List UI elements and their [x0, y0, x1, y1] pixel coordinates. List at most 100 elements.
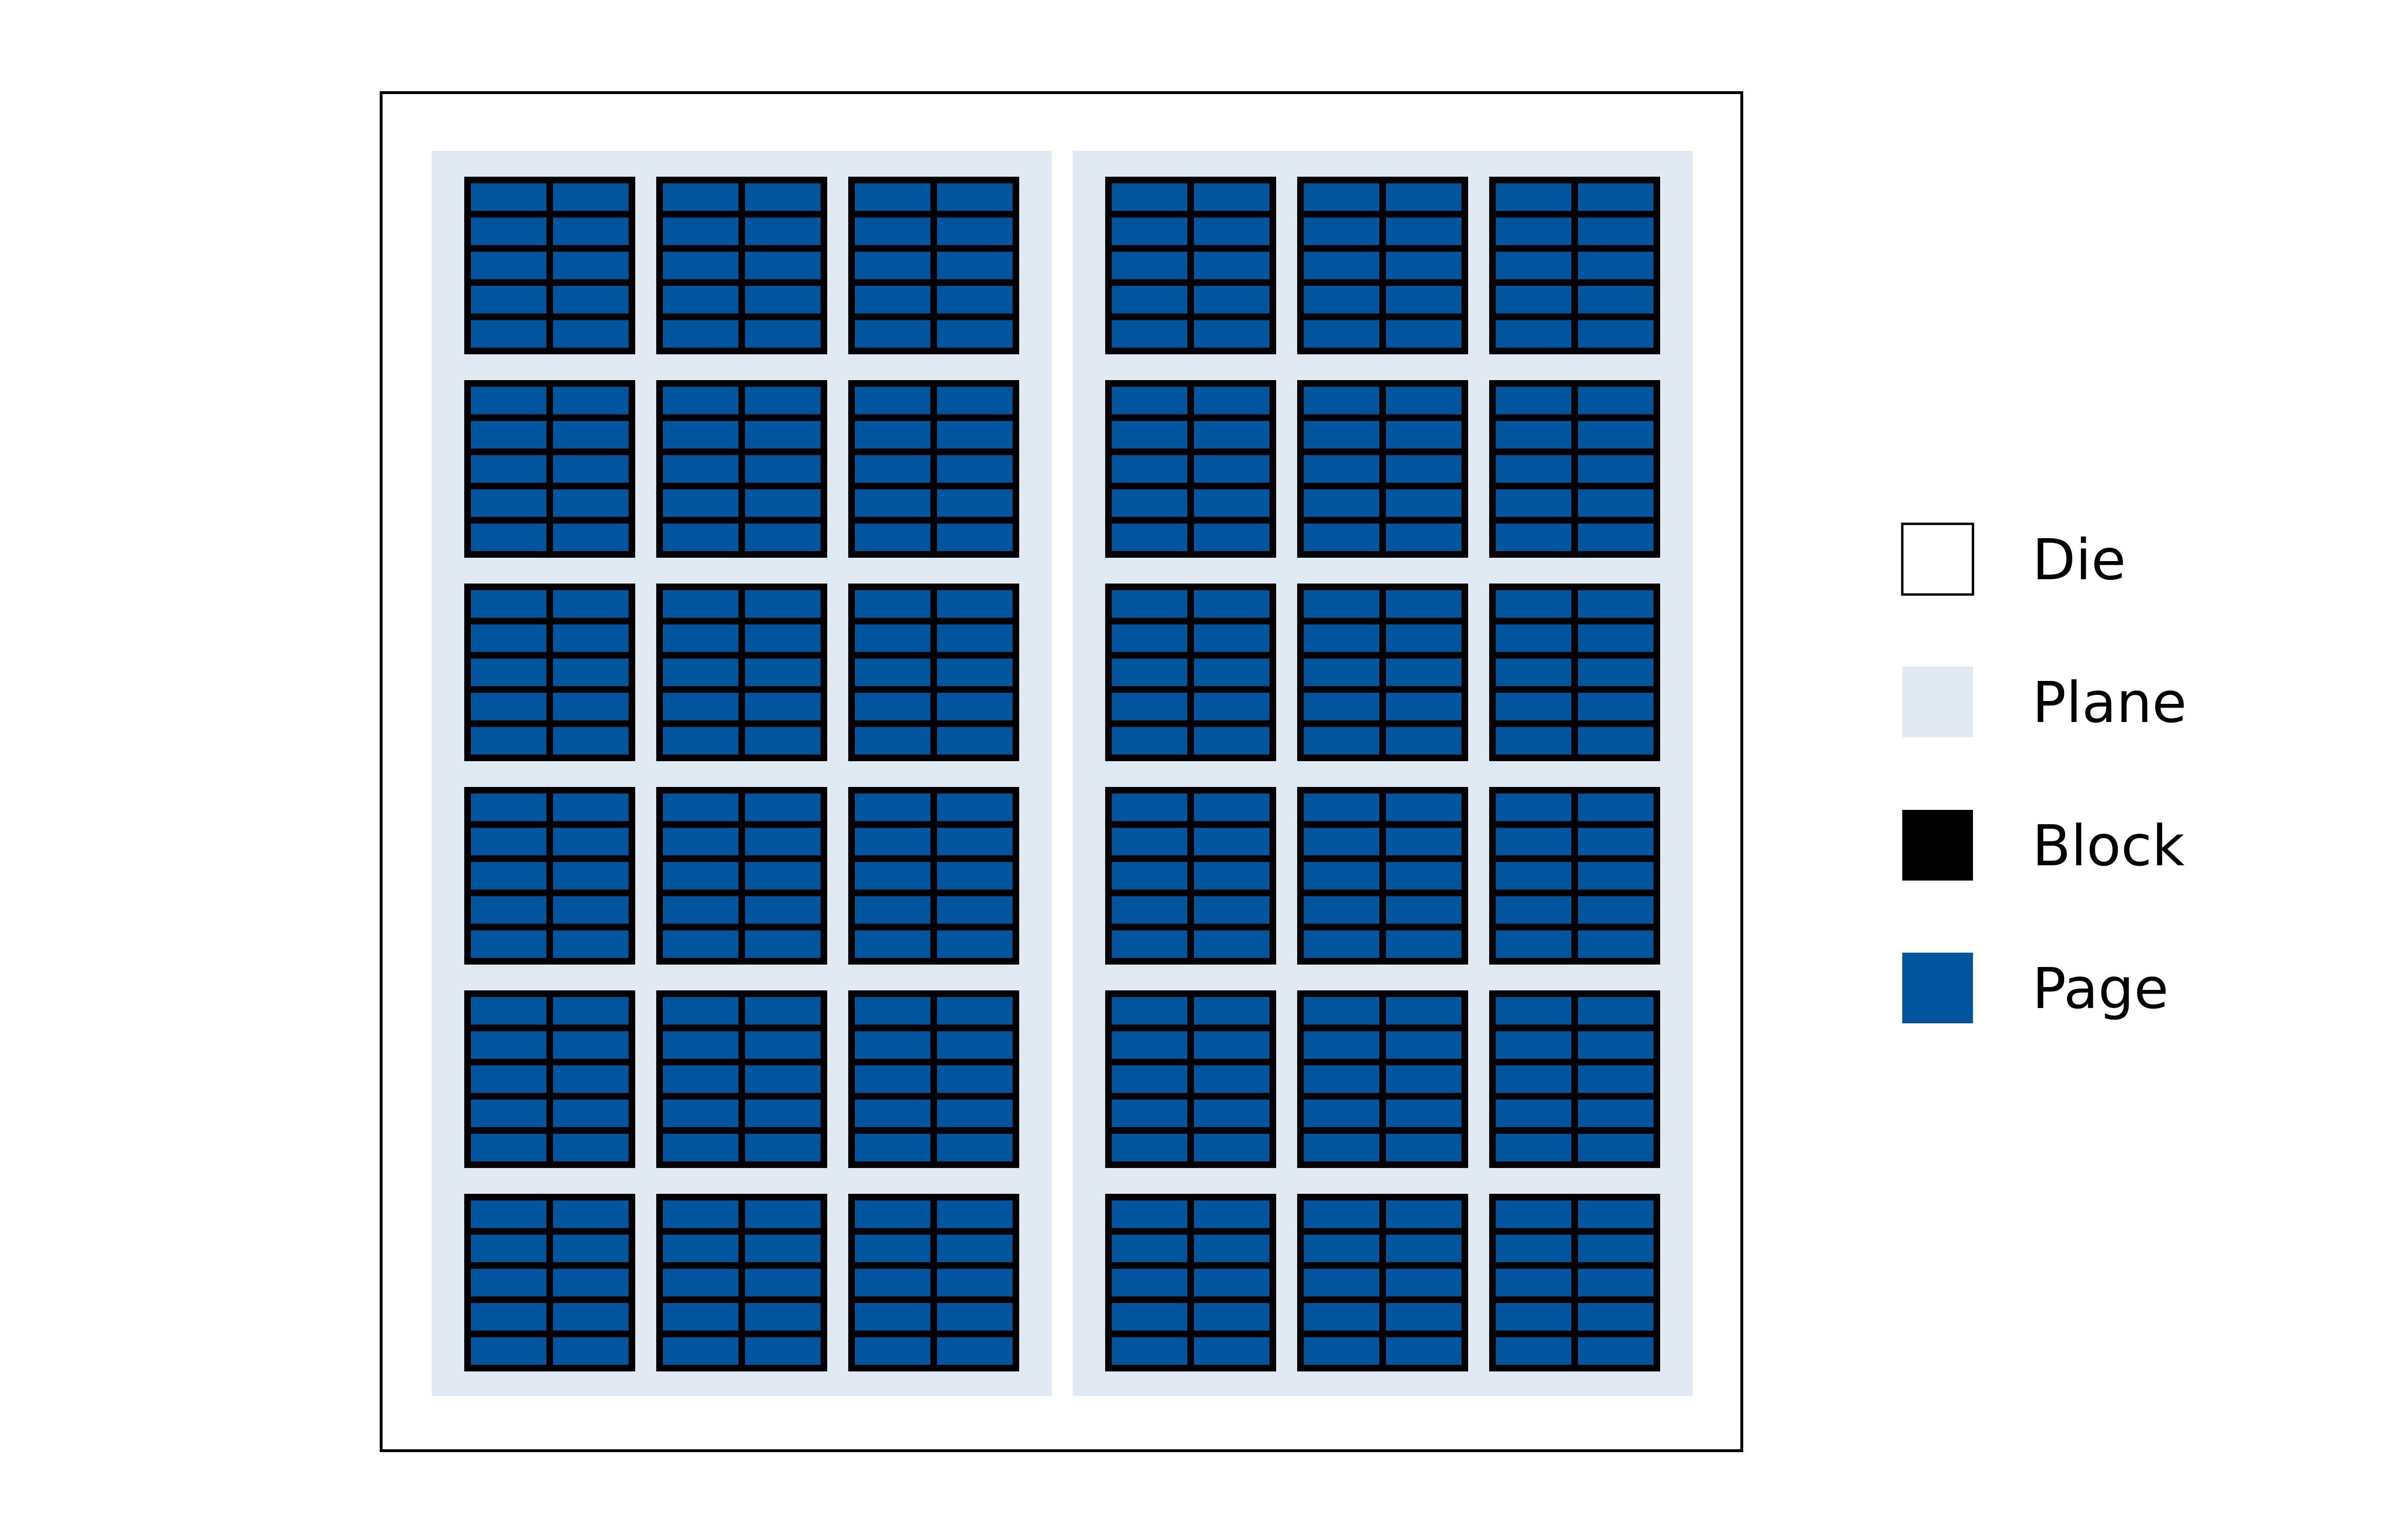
page	[553, 896, 629, 924]
page	[1578, 590, 1653, 618]
page	[1194, 286, 1269, 314]
page	[1578, 1134, 1653, 1161]
page	[1304, 252, 1379, 279]
page	[1496, 1269, 1571, 1296]
page	[1386, 896, 1461, 924]
page	[745, 692, 821, 721]
page	[745, 286, 821, 314]
page	[471, 421, 546, 449]
page	[1112, 624, 1187, 652]
page	[1112, 1031, 1187, 1059]
page	[1496, 896, 1571, 924]
legend-label-plane: Plane	[2032, 669, 2187, 735]
page	[1112, 217, 1187, 245]
planes	[432, 151, 1693, 1396]
page	[1194, 828, 1269, 856]
page	[471, 997, 546, 1025]
page	[855, 794, 930, 821]
page	[1304, 387, 1379, 414]
page	[553, 1134, 629, 1161]
page	[1304, 183, 1379, 211]
page	[553, 590, 629, 618]
page	[1304, 1065, 1379, 1093]
page	[937, 286, 1013, 314]
page	[1496, 252, 1571, 279]
page	[1496, 727, 1571, 754]
page	[663, 489, 738, 517]
page	[855, 1099, 930, 1127]
page	[1496, 1065, 1571, 1093]
plane	[1073, 151, 1693, 1396]
page	[663, 1337, 738, 1365]
page	[1304, 1269, 1379, 1296]
page	[553, 1337, 629, 1365]
page	[1386, 252, 1461, 279]
page	[745, 862, 821, 890]
page	[855, 286, 930, 314]
page	[663, 421, 738, 449]
page	[1386, 1200, 1461, 1228]
page	[855, 658, 930, 686]
page	[1194, 1099, 1269, 1127]
page	[1496, 1200, 1571, 1228]
page	[1112, 1099, 1187, 1127]
page	[471, 1303, 546, 1331]
page	[1578, 1200, 1653, 1228]
page	[1496, 523, 1571, 551]
page	[471, 1031, 546, 1059]
page	[1194, 794, 1269, 821]
page	[1112, 727, 1187, 754]
page	[1194, 217, 1269, 245]
page	[1386, 794, 1461, 821]
page	[1386, 1269, 1461, 1296]
page	[745, 997, 821, 1025]
page	[1304, 1134, 1379, 1161]
page	[745, 1337, 821, 1365]
page	[937, 1200, 1013, 1228]
page	[1194, 590, 1269, 618]
page	[663, 455, 738, 483]
page	[855, 455, 930, 483]
page	[937, 624, 1013, 652]
page	[1386, 590, 1461, 618]
page	[1194, 455, 1269, 483]
page	[1194, 1337, 1269, 1365]
page	[1496, 217, 1571, 245]
page	[855, 727, 930, 754]
page	[745, 896, 821, 924]
page	[1578, 896, 1653, 924]
page	[855, 828, 930, 856]
page	[471, 252, 546, 279]
legend-swatch-page	[1902, 953, 1973, 1023]
page	[1386, 455, 1461, 483]
page	[1304, 590, 1379, 618]
page	[1578, 286, 1653, 314]
page	[1194, 1065, 1269, 1093]
page	[553, 1303, 629, 1331]
page	[553, 794, 629, 821]
page	[471, 862, 546, 890]
page	[937, 862, 1013, 890]
page	[1496, 1303, 1571, 1331]
page	[553, 658, 629, 686]
page	[855, 590, 930, 618]
page	[663, 183, 738, 211]
page	[745, 489, 821, 517]
page	[1112, 387, 1187, 414]
page	[1578, 1269, 1653, 1296]
legend-swatch-die	[1901, 522, 1974, 596]
page	[1194, 624, 1269, 652]
page	[1386, 320, 1461, 348]
page	[1386, 727, 1461, 754]
page	[1496, 421, 1571, 449]
page	[745, 1200, 821, 1228]
page	[663, 727, 738, 754]
page	[1578, 794, 1653, 821]
page	[937, 183, 1013, 211]
page	[1578, 183, 1653, 211]
page	[1578, 828, 1653, 856]
page	[1496, 1234, 1571, 1263]
page	[1304, 489, 1379, 517]
page	[1194, 421, 1269, 449]
page	[937, 1337, 1013, 1365]
